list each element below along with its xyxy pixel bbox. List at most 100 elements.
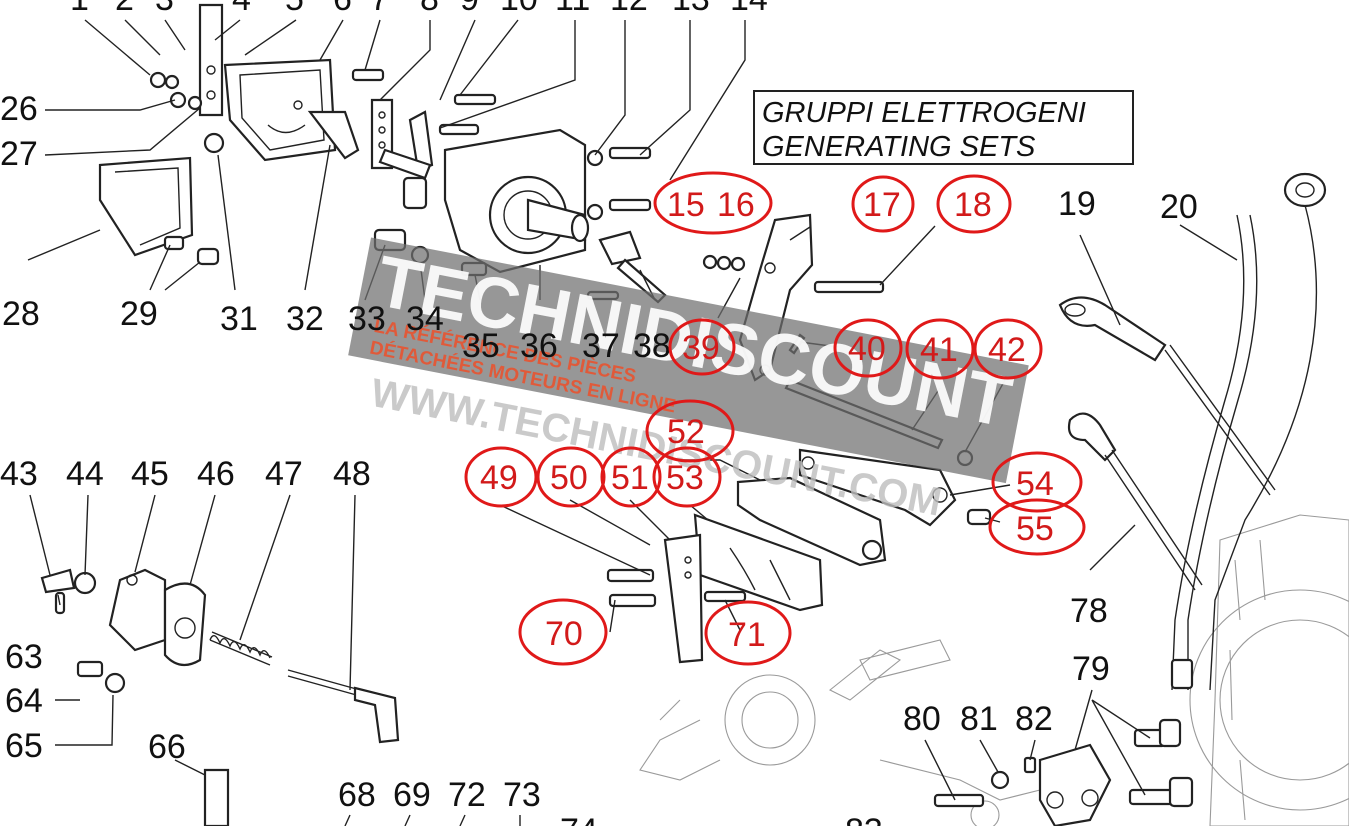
label-19: 19 bbox=[1058, 185, 1096, 223]
highlight-55: 55 bbox=[1016, 510, 1054, 548]
label-26: 26 bbox=[0, 90, 38, 128]
bracket-plate bbox=[198, 3, 224, 117]
label-47: 47 bbox=[265, 455, 303, 493]
rod-48 bbox=[353, 686, 400, 744]
lower-right-group bbox=[933, 718, 1194, 826]
highlight-ellipse-40 bbox=[833, 318, 903, 378]
gasket-46 bbox=[163, 582, 207, 667]
label-83: 83 bbox=[845, 812, 883, 826]
title-line1: GRUPPI ELETTROGENI bbox=[762, 97, 1086, 129]
highlight-42: 42 bbox=[988, 331, 1026, 369]
highlight-ellipse-71 bbox=[704, 600, 792, 666]
label-73: 73 bbox=[503, 776, 541, 814]
lower-left-group bbox=[40, 568, 400, 826]
label-38: 38 bbox=[633, 327, 671, 365]
highlight-ellipse-39 bbox=[668, 318, 736, 376]
label-4: 4 bbox=[232, 0, 251, 18]
label-6: 6 bbox=[333, 0, 352, 18]
highlight-71: 71 bbox=[728, 616, 766, 654]
highlight-50: 50 bbox=[550, 459, 588, 497]
highlight-ellipse-15-16 bbox=[653, 171, 773, 235]
label-14: 14 bbox=[730, 0, 768, 18]
label-48: 48 bbox=[333, 455, 371, 493]
label-10: 10 bbox=[500, 0, 538, 18]
label-8: 8 bbox=[420, 0, 439, 18]
highlight-ellipse-50 bbox=[536, 446, 606, 508]
highlight-52: 52 bbox=[667, 413, 705, 451]
label-5: 5 bbox=[285, 0, 304, 18]
slider-49 bbox=[663, 533, 704, 664]
label-7: 7 bbox=[370, 0, 389, 18]
label-11: 11 bbox=[555, 0, 590, 18]
highlight-ellipse-51 bbox=[600, 446, 662, 508]
highlight-54: 54 bbox=[1016, 465, 1054, 503]
label-20: 20 bbox=[1160, 188, 1198, 226]
highlight-51: 51 bbox=[611, 459, 649, 497]
highlight-ellipse-52 bbox=[645, 399, 735, 463]
label-72: 72 bbox=[448, 776, 486, 814]
bracket-52 bbox=[736, 476, 887, 567]
part-number-labels: 1 2 3 4 5 6 7 8 9 10 11 12 13 14 26 27 2… bbox=[0, 0, 1198, 826]
label-69: 69 bbox=[393, 776, 431, 814]
label-2: 2 bbox=[115, 0, 134, 18]
highlight-39: 39 bbox=[682, 329, 720, 367]
label-12: 12 bbox=[610, 0, 648, 18]
label-65: 65 bbox=[5, 727, 43, 765]
label-9: 9 bbox=[460, 0, 479, 18]
label-81: 81 bbox=[960, 700, 998, 738]
highlight-49: 49 bbox=[480, 459, 518, 497]
label-27: 27 bbox=[0, 135, 38, 173]
highlight-40: 40 bbox=[848, 330, 886, 368]
label-79: 79 bbox=[1072, 650, 1110, 688]
label-74: 74 bbox=[560, 812, 598, 826]
highlight-ellipse-54 bbox=[991, 451, 1083, 513]
label-68: 68 bbox=[338, 776, 376, 814]
highlight-ellipse-53 bbox=[652, 446, 722, 508]
governor-cover-group bbox=[98, 3, 497, 266]
highlight-ellipse-70 bbox=[518, 598, 608, 666]
label-13: 13 bbox=[672, 0, 710, 18]
engine-background bbox=[639, 514, 1349, 826]
label-36: 36 bbox=[520, 327, 558, 365]
label-29: 29 bbox=[120, 295, 158, 333]
label-66: 66 bbox=[148, 728, 186, 766]
bracket-66 bbox=[203, 768, 230, 826]
highlight-41: 41 bbox=[920, 331, 958, 369]
highlight-ellipse-55 bbox=[988, 498, 1086, 556]
label-1: 1 bbox=[70, 0, 89, 18]
label-63: 63 bbox=[5, 638, 43, 676]
highlight-ellipse-41 bbox=[905, 318, 975, 380]
label-46: 46 bbox=[197, 455, 235, 493]
label-28: 28 bbox=[2, 295, 40, 333]
dipstick-group bbox=[1058, 172, 1327, 691]
guard-frame bbox=[98, 156, 194, 257]
flange-45 bbox=[108, 568, 167, 652]
highlight-18: 18 bbox=[954, 186, 992, 224]
title-line2: GENERATING SETS bbox=[762, 131, 1036, 163]
highlighted-labels: 15 16 17 18 39 40 41 42 52 49 50 51 53 5… bbox=[464, 171, 1086, 666]
highlight-17: 17 bbox=[863, 186, 901, 224]
pin-18 bbox=[813, 280, 885, 294]
lever-knob bbox=[307, 110, 360, 160]
highlight-15: 15 bbox=[667, 186, 705, 224]
cover-gasket bbox=[223, 58, 337, 162]
label-33: 33 bbox=[348, 300, 386, 338]
label-43: 43 bbox=[0, 455, 38, 493]
highlight-ellipse-18 bbox=[936, 174, 1012, 234]
highlight-70: 70 bbox=[545, 615, 583, 653]
label-37: 37 bbox=[582, 327, 620, 365]
highlight-16: 16 bbox=[717, 186, 755, 224]
highlight-53: 53 bbox=[666, 459, 704, 497]
label-32: 32 bbox=[286, 300, 324, 338]
label-78: 78 bbox=[1070, 592, 1108, 630]
spring-47 bbox=[209, 631, 273, 666]
highlight-ellipse-42 bbox=[973, 318, 1043, 380]
label-35: 35 bbox=[462, 327, 500, 365]
label-3: 3 bbox=[155, 0, 174, 18]
label-31: 31 bbox=[220, 300, 258, 338]
highlight-ellipse-17 bbox=[851, 175, 915, 233]
housing-83 bbox=[1038, 743, 1112, 826]
label-45: 45 bbox=[131, 455, 169, 493]
highlight-ellipse-49 bbox=[464, 446, 538, 508]
